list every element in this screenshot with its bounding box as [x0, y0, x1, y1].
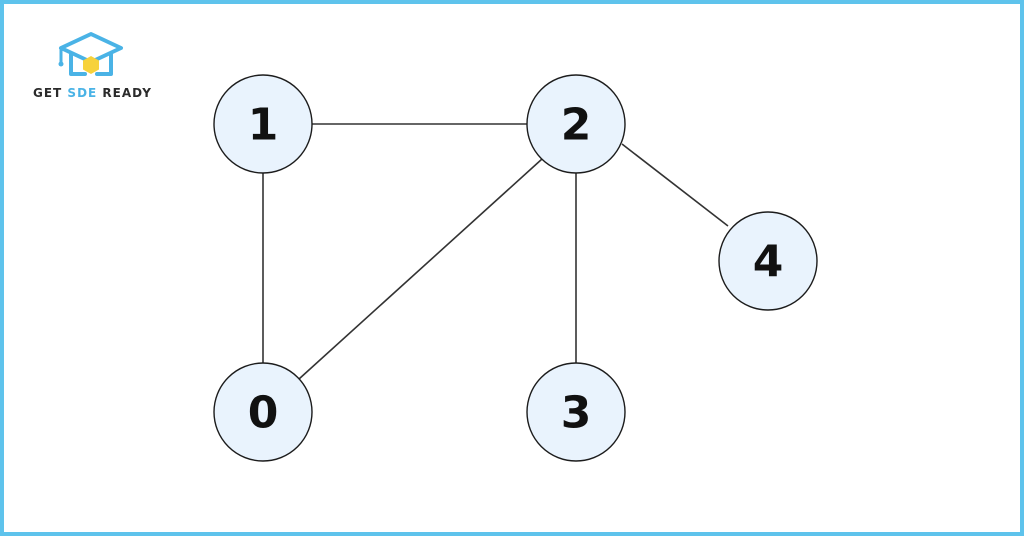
graph-diagram: 1 2 4 0 3	[213, 74, 818, 462]
node-1-label: 1	[248, 100, 279, 151]
node-2-circle	[526, 74, 626, 174]
brand: GET SDE READY	[33, 28, 163, 104]
node-3-circle	[526, 362, 626, 462]
node-1: 1	[213, 74, 313, 174]
node-2: 2	[526, 74, 626, 174]
node-0-circle	[213, 362, 313, 462]
brand-word-ready: READY	[102, 86, 152, 100]
node-4: 4	[718, 211, 818, 311]
node-0: 0	[213, 362, 313, 462]
brand-word-get: GET	[33, 86, 63, 100]
node-3-label: 3	[561, 388, 592, 439]
brand-wordmark: GET SDE READY	[33, 86, 152, 100]
edge-2-4	[621, 143, 729, 227]
node-2-label: 2	[561, 100, 592, 151]
node-4-label: 4	[753, 237, 784, 288]
node-0-label: 0	[248, 388, 279, 439]
node-1-circle	[213, 74, 313, 174]
brand-logo-icon	[58, 32, 123, 76]
node-4-circle	[718, 211, 818, 311]
edge-2-0	[298, 158, 543, 380]
brand-word-sde: SDE	[67, 86, 98, 100]
node-3: 3	[526, 362, 626, 462]
